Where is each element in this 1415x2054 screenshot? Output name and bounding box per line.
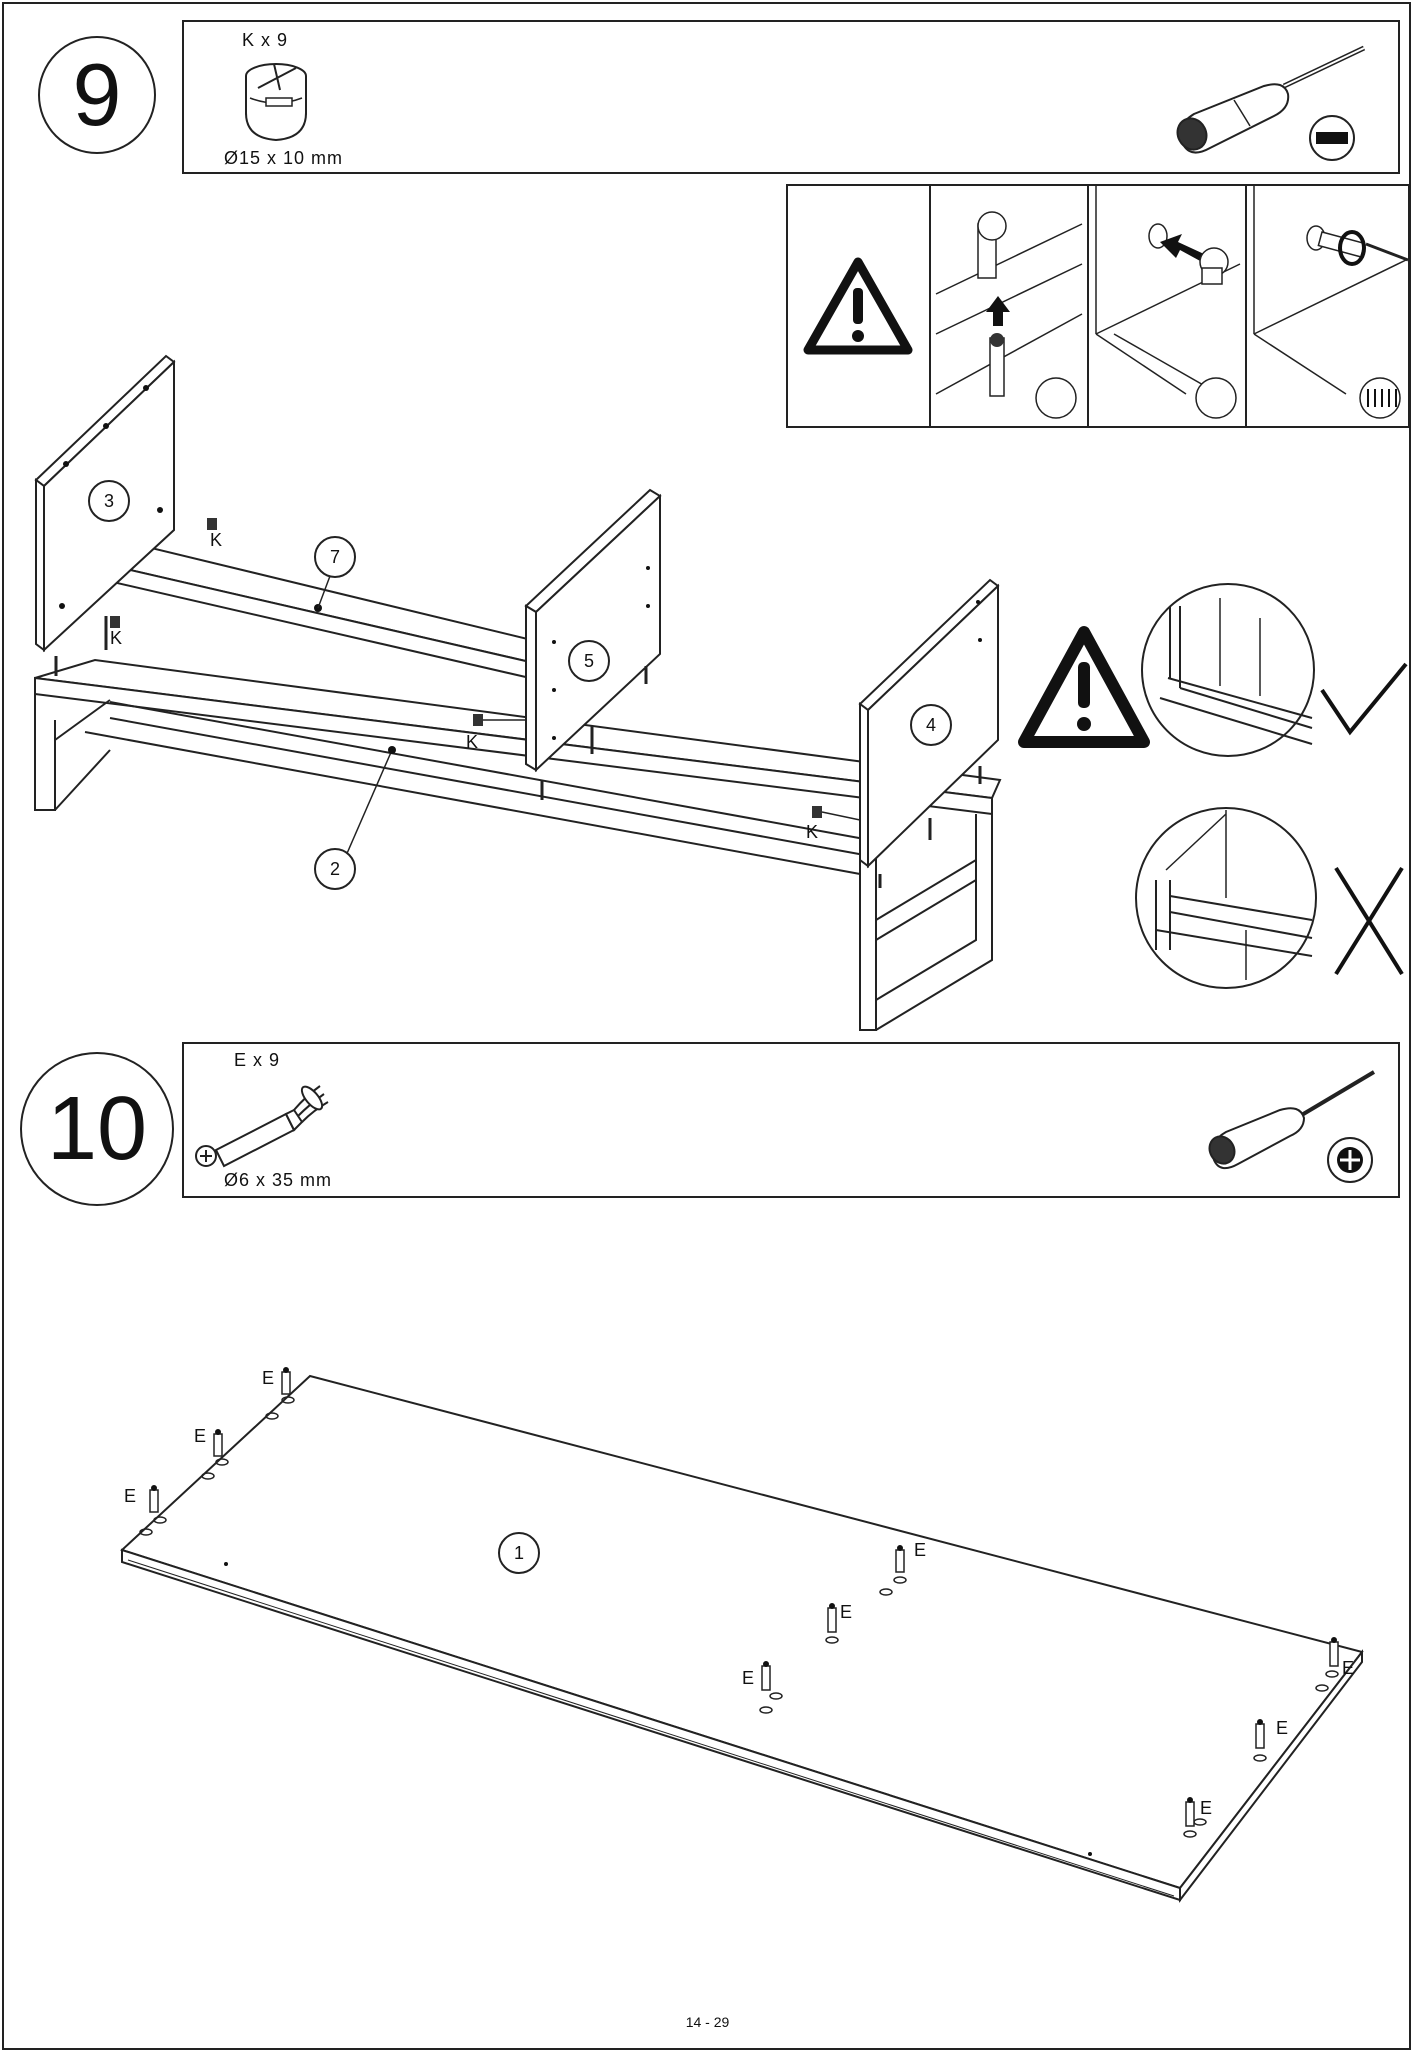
cross-icon bbox=[1336, 868, 1402, 974]
insert-bolt-icon bbox=[936, 212, 1082, 418]
e-bolts bbox=[140, 1367, 1338, 1837]
e-label: E bbox=[124, 1486, 137, 1506]
phillips-screwdriver-icon bbox=[1204, 1060, 1394, 1190]
detail-wrong bbox=[1126, 800, 1410, 1000]
part-label-4: 4 bbox=[910, 704, 952, 746]
cam-k-markers bbox=[110, 518, 860, 820]
page-number: 14 - 29 bbox=[685, 2014, 730, 2030]
k-label: K bbox=[210, 530, 223, 550]
part-label-1: 1 bbox=[498, 1532, 540, 1574]
turn-cam-icon bbox=[1254, 184, 1408, 418]
step-9-hardware-bar: K x 9 Ø15 x 10 mm bbox=[182, 20, 1400, 174]
warning-icon bbox=[808, 262, 908, 350]
bottom-board-2 bbox=[35, 660, 1000, 1030]
detail-correct bbox=[1140, 578, 1410, 768]
k-label: K bbox=[806, 822, 819, 842]
e-label: E bbox=[194, 1426, 207, 1446]
step-9-tips-panel bbox=[786, 184, 1410, 428]
insert-cam-icon bbox=[1096, 184, 1240, 418]
hardware-dim-k: Ø15 x 10 mm bbox=[224, 148, 344, 168]
part-label-3: 3 bbox=[88, 480, 130, 522]
top-board-1 bbox=[122, 1376, 1362, 1900]
step-10-hardware-bar: E x 9 Ø6 x 35 mm bbox=[182, 1042, 1400, 1198]
part-label-7: 7 bbox=[314, 536, 356, 578]
part-label-2: 2 bbox=[314, 848, 356, 890]
k-label: K bbox=[110, 628, 123, 648]
flat-screwdriver-icon bbox=[1164, 36, 1384, 166]
e-label: E bbox=[1342, 1658, 1355, 1678]
e-label: E bbox=[914, 1540, 927, 1560]
part-label-5: 5 bbox=[568, 640, 610, 682]
hardware-qty-e: E x 9 bbox=[234, 1050, 281, 1070]
warning-icon bbox=[1010, 618, 1158, 758]
hardware-dim-e: Ø6 x 35 mm bbox=[224, 1170, 333, 1190]
step-9-illustration bbox=[0, 340, 1010, 1040]
e-label: E bbox=[840, 1602, 853, 1622]
step-10-number: 10 bbox=[20, 1052, 174, 1206]
step-10-illustration bbox=[100, 1367, 1370, 1930]
step-9-number: 9 bbox=[38, 36, 156, 154]
e-label: E bbox=[1276, 1718, 1289, 1738]
check-icon bbox=[1322, 664, 1406, 732]
cam-bolt-e-icon bbox=[190, 1074, 340, 1174]
e-label: E bbox=[1200, 1798, 1213, 1818]
e-label: E bbox=[742, 1668, 755, 1688]
center-panel-5 bbox=[526, 490, 660, 800]
cam-lock-k-icon bbox=[236, 58, 316, 150]
hardware-qty-k: K x 9 bbox=[242, 30, 289, 50]
k-label: K bbox=[466, 732, 479, 752]
e-label: E bbox=[262, 1368, 275, 1388]
